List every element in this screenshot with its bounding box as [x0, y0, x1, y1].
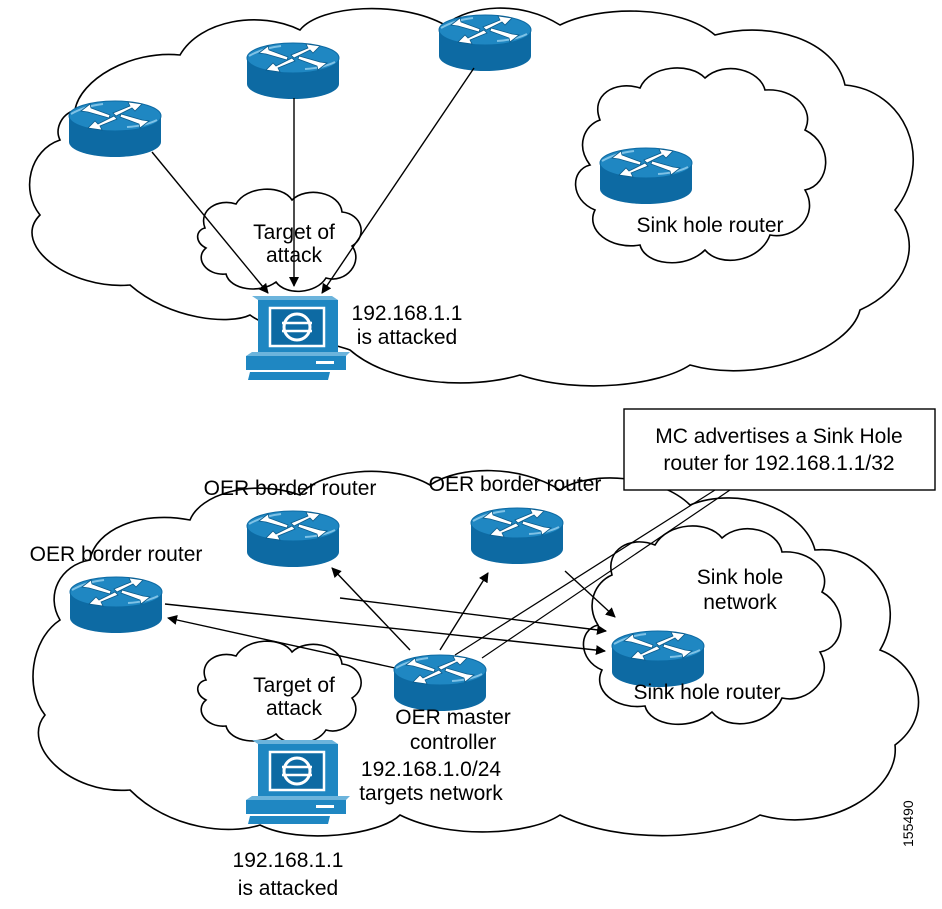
router-icon — [393, 654, 487, 712]
targets-network-line1: 192.168.1.0/24 — [361, 758, 501, 781]
sinkhole-router-label: Sink hole router — [636, 214, 783, 237]
callout-pointer-2 — [481, 489, 731, 659]
top-network: Target of attack 192.168.1.1 is attacked… — [28, 7, 914, 387]
target-label-line2: attack — [266, 244, 323, 267]
bottom-network: MC advertises a Sink Hole router for 192… — [30, 408, 936, 900]
callout-line2: router for 192.168.1.1/32 — [663, 452, 894, 475]
router-icon — [68, 100, 162, 158]
link-master-to-middle-router — [331, 567, 411, 651]
router-icon — [438, 14, 532, 72]
callout-pointer-1 — [454, 489, 716, 656]
sinkhole-network-line2: network — [703, 591, 777, 614]
master-controller-line1: OER master — [395, 706, 511, 729]
master-controller-line2: controller — [410, 731, 496, 754]
router-icon — [470, 507, 564, 565]
link-right-router-to-sinkhole — [564, 570, 616, 618]
workstation-icon — [244, 738, 352, 826]
router-icon — [599, 147, 693, 205]
host-ip-label: 192.168.1.1 — [233, 849, 344, 872]
targets-network-line2: targets network — [359, 782, 503, 805]
host-ip-label: 192.168.1.1 — [352, 302, 463, 325]
router-icon — [246, 42, 340, 100]
router-icon — [246, 510, 340, 568]
callout-line1: MC advertises a Sink Hole — [655, 425, 902, 448]
figure-id: 155490 — [900, 800, 916, 847]
sinkhole-cloud-top — [574, 67, 827, 264]
workstation-icon — [244, 294, 352, 382]
attack-link-3 — [321, 67, 475, 294]
router-icon — [611, 630, 705, 688]
attack-link-1 — [151, 151, 269, 294]
router-icon — [69, 576, 163, 634]
border-router-right-label: OER border router — [429, 473, 602, 496]
target-label-line2: attack — [266, 697, 323, 720]
sinkhole-network-line1: Sink hole — [697, 566, 783, 589]
host-status-label: is attacked — [238, 877, 338, 900]
border-router-left-label: OER border router — [30, 543, 203, 566]
target-cloud-top — [196, 188, 362, 293]
target-cloud-bottom — [196, 640, 362, 745]
target-label-line1: Target of — [253, 221, 335, 244]
sinkhole-router-label: Sink hole router — [633, 681, 780, 704]
host-status-label: is attacked — [357, 326, 457, 349]
link-left-router-to-sinkhole — [164, 603, 606, 656]
target-label-line1: Target of — [253, 674, 335, 697]
callout-box — [623, 408, 936, 491]
border-router-middle-label: OER border router — [204, 477, 377, 500]
link-master-to-left-router — [167, 615, 396, 669]
link-middle-router-to-sinkhole — [339, 597, 607, 635]
link-master-to-right-router — [439, 572, 489, 651]
